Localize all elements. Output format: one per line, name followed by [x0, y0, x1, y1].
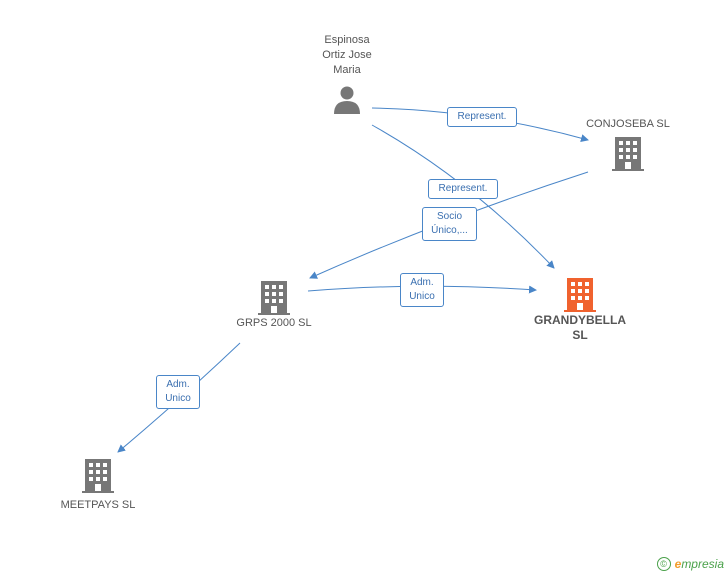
- building-icon: [564, 278, 596, 312]
- edge-label-conjoseba-grps[interactable]: Socio Único,...: [422, 207, 477, 241]
- building-icon: [612, 137, 644, 171]
- building-icon: [258, 281, 290, 315]
- node-conjoseba[interactable]: CONJOSEBA SL: [576, 117, 680, 172]
- copyright-icon: ©: [656, 557, 671, 571]
- edge-label-person-grandybella[interactable]: Represent.: [428, 179, 498, 199]
- node-conjoseba-label: CONJOSEBA SL: [586, 118, 670, 130]
- node-person-label: Espinosa Ortiz Jose Maria: [322, 34, 372, 76]
- node-grandybella-label: GRANDYBELLA SL: [534, 313, 626, 342]
- edge-label-grps-meetpays[interactable]: Adm. Unico: [156, 375, 200, 409]
- building-icon: [82, 459, 114, 493]
- node-meetpays[interactable]: MEETPAYS SL: [46, 458, 150, 513]
- node-grps-label: GRPS 2000 SL: [236, 317, 312, 329]
- edge-label-person-conjoseba[interactable]: Represent.: [447, 107, 517, 127]
- node-grps[interactable]: GRPS 2000 SL: [222, 280, 326, 331]
- node-meetpays-label: MEETPAYS SL: [60, 499, 136, 511]
- person-icon: [334, 86, 360, 114]
- edge-label-grps-grandybella[interactable]: Adm. Unico: [400, 273, 444, 307]
- node-person[interactable]: Espinosa Ortiz Jose Maria: [302, 33, 392, 114]
- brand-logo: empresia: [674, 557, 724, 571]
- brand-watermark: ©empresia: [656, 556, 724, 571]
- node-grandybella[interactable]: GRANDYBELLA SL: [526, 277, 634, 343]
